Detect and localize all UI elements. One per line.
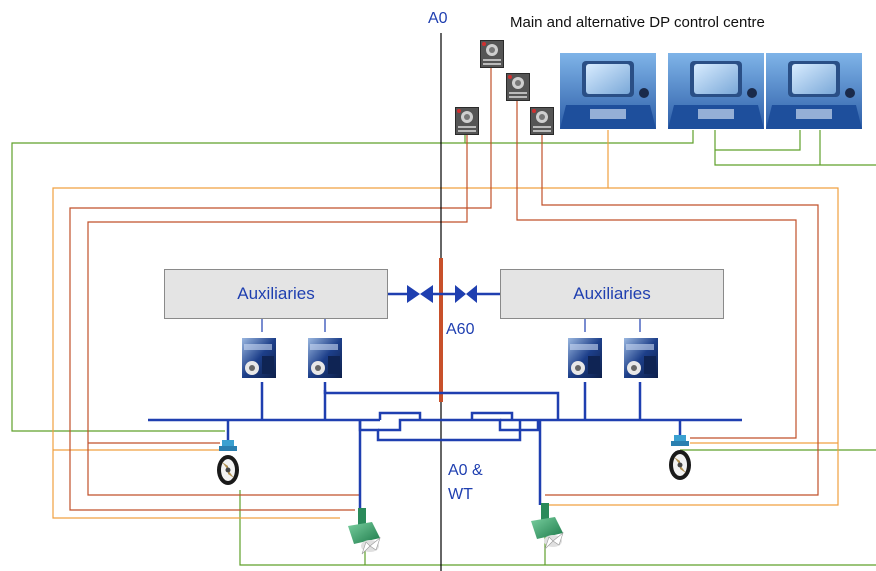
valve-left-icon	[407, 285, 420, 303]
a0-top-label: A0	[428, 10, 448, 27]
red-line-c	[516, 100, 797, 439]
azimuth-thruster-icon-left	[217, 440, 239, 485]
bus-tie-right	[470, 411, 514, 420]
orange-cabling	[52, 130, 839, 519]
bus-tie-low-2	[378, 418, 540, 432]
auxiliaries-box-left: Auxiliaries	[164, 269, 388, 319]
green-line-console-mid	[715, 130, 801, 151]
orange-line-right	[545, 187, 839, 506]
control-panel-icon-4	[530, 107, 554, 135]
red-cabling	[69, 68, 819, 511]
dp-console-icon-1	[560, 53, 656, 129]
azimuth-thruster-icon-right	[669, 435, 691, 480]
a0-wt-label-line1: A0 &	[448, 462, 483, 479]
generator-icon-2	[306, 332, 344, 382]
red-line-b	[87, 135, 468, 496]
red-line-a	[69, 68, 492, 511]
tunnel-thruster-icon-right	[530, 503, 564, 550]
control-panel-icon-1	[480, 40, 504, 68]
auxiliaries-box-right: Auxiliaries	[500, 269, 724, 319]
dp-console-icon-3	[766, 53, 862, 129]
dp-console-icon-2	[668, 53, 764, 129]
green-line-left-loop	[11, 130, 466, 432]
diagram-title: Main and alternative DP control centre	[510, 14, 765, 31]
generator-icon-3	[566, 332, 604, 382]
green-line-console-right	[714, 130, 876, 166]
green-line-console-bus	[465, 130, 694, 144]
green-dp-network	[11, 130, 876, 566]
control-panel-icon-2	[506, 73, 530, 101]
valve-right-icon-b	[466, 285, 477, 303]
a0-wt-label-line2: WT	[448, 486, 473, 503]
power-distribution	[148, 292, 742, 510]
red-line-d	[541, 135, 819, 496]
valve-icon	[407, 285, 477, 303]
valve-right-icon	[455, 285, 466, 303]
green-line-bottom	[239, 490, 876, 566]
control-panel-icon-3	[455, 107, 479, 135]
bus-tie-left	[378, 411, 422, 420]
orange-line-left	[52, 130, 609, 519]
valve-left-icon-b	[420, 285, 433, 303]
tunnel-thruster-icon-left	[347, 508, 381, 555]
a60-label: A60	[446, 321, 475, 338]
aux-connectors	[261, 318, 641, 332]
generator-icon-1	[240, 332, 278, 382]
generator-icon-4	[622, 332, 660, 382]
